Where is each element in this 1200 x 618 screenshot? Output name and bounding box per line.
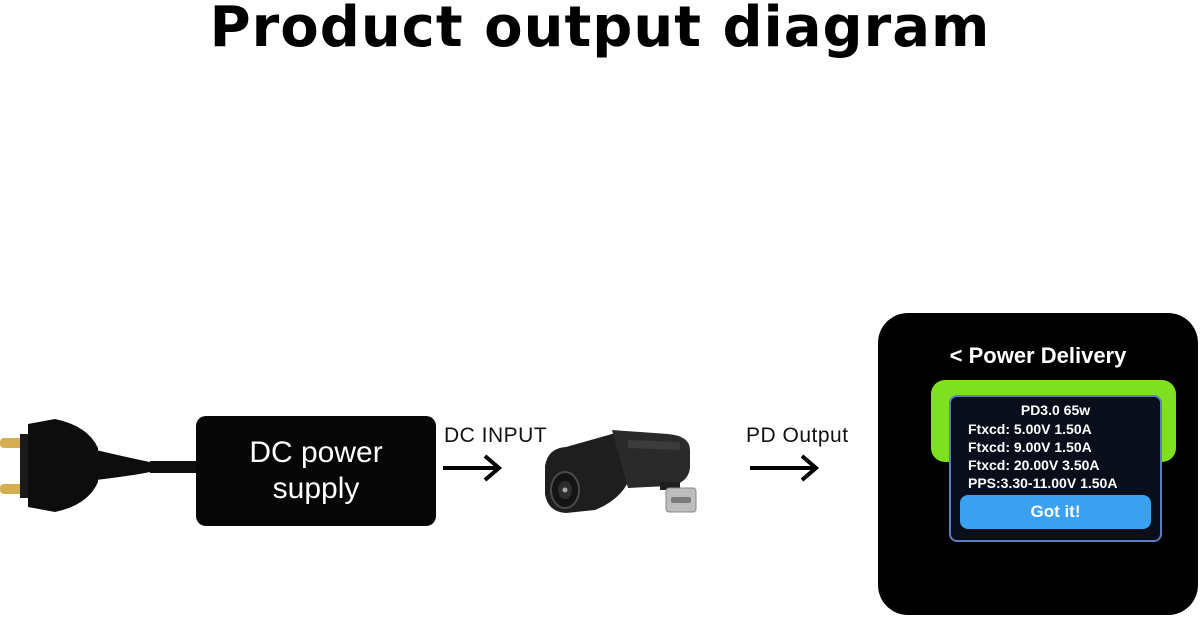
dc-to-usb-c-adapter-icon xyxy=(545,430,697,513)
power-supply-label-line2: supply xyxy=(272,472,360,505)
pd-voltage-row: Ftxcd: 9.00V 1.50A xyxy=(968,439,1092,455)
power-delivery-header[interactable]: < Power Delivery xyxy=(949,343,1127,368)
arrow-right-icon xyxy=(750,454,820,482)
pd-voltage-row: Ftxcd: 20.00V 3.50A xyxy=(968,457,1100,473)
pd-info-panel: PD3.0 65w Ftxcd: 5.00V 1.50A Ftxcd: 9.00… xyxy=(949,395,1162,542)
power-supply-label-line1: DC power xyxy=(249,436,383,469)
got-it-button[interactable]: Got it! xyxy=(960,495,1151,529)
pd-output-label: PD Output xyxy=(746,424,849,447)
dc-input-label: DC INPUT xyxy=(444,424,548,447)
pd-voltage-row: PPS:3.30-11.00V 1.50A xyxy=(968,475,1118,491)
pd-voltage-row: Ftxcd: 5.00V 1.50A xyxy=(968,421,1092,437)
dc-power-supply-box: DC power supply xyxy=(196,416,436,526)
power-plug-icon xyxy=(0,419,198,512)
pd-profile-text: PD3.0 65w xyxy=(1020,402,1091,418)
device-screen: < Power Delivery PD3.0 65w Ftxcd: 5.00V … xyxy=(878,313,1198,615)
page-title: Product output diagram xyxy=(209,0,991,60)
arrow-right-icon xyxy=(443,454,503,482)
